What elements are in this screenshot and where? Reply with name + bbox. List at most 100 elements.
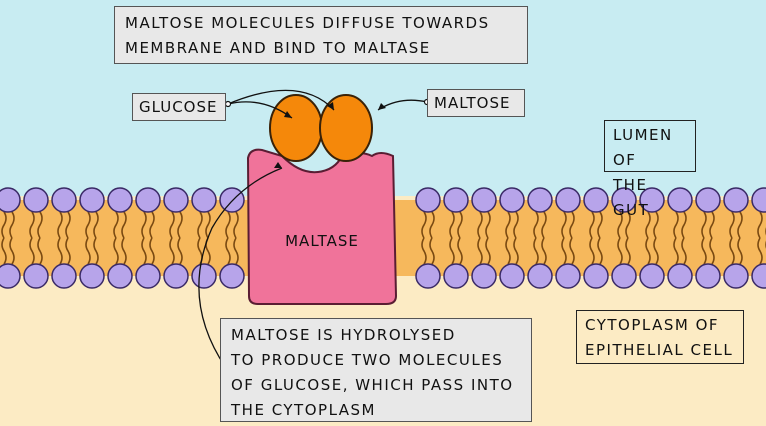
lipid-tail <box>513 211 519 239</box>
phospholipid-head <box>695 263 721 289</box>
top-caption: MALTOSE MOLECULES DIFFUSE TOWARDS MEMBRA… <box>114 6 528 64</box>
phospholipid-head <box>415 263 441 289</box>
maltase-label: MALTASE <box>285 232 359 250</box>
lipid-tail <box>513 237 519 265</box>
phospholipid-head <box>667 263 693 289</box>
lipid-tail <box>141 237 147 265</box>
phospholipid-head <box>583 263 609 289</box>
lipid-tail <box>177 211 183 239</box>
lipid-tail <box>729 237 735 265</box>
lipid-tail <box>737 211 743 239</box>
phospholipid-head <box>471 187 497 213</box>
lipid-tail <box>1 237 7 265</box>
lipid-tail <box>93 211 99 239</box>
phospholipid-head <box>555 187 581 213</box>
lipid-tail <box>589 237 595 265</box>
phospholipid-head <box>51 187 77 213</box>
lipid-tail <box>673 211 679 239</box>
phospholipid-head <box>723 187 749 213</box>
phospholipid-head <box>219 263 245 289</box>
lipid-tail <box>533 211 539 239</box>
lipid-tail <box>113 211 119 239</box>
lipid-tail <box>485 237 491 265</box>
lipid-tail <box>449 211 455 239</box>
phospholipid-head <box>191 263 217 289</box>
phospholipid-head <box>639 263 665 289</box>
lipid-tail <box>709 237 715 265</box>
lipid-tail <box>449 237 455 265</box>
glucose-label: GLUCOSE <box>132 93 226 121</box>
lipid-tail <box>177 237 183 265</box>
lipid-tail <box>597 211 603 239</box>
lipid-tail <box>673 237 679 265</box>
phospholipid-head <box>471 263 497 289</box>
lipid-tail <box>65 211 71 239</box>
lipid-tail <box>757 237 763 265</box>
phospholipid-head <box>443 187 469 213</box>
lipid-tail <box>701 211 707 239</box>
lipid-tail <box>149 237 155 265</box>
lipid-tail <box>197 211 203 239</box>
lipid-tail <box>477 211 483 239</box>
phospholipid-head <box>667 187 693 213</box>
lipid-tail <box>729 211 735 239</box>
lipid-tail <box>141 211 147 239</box>
lipid-tail <box>1 211 7 239</box>
lipid-tail <box>429 211 435 239</box>
phospholipid-head <box>163 263 189 289</box>
arrowhead-4 <box>274 162 282 168</box>
lipid-tail <box>485 211 491 239</box>
cytoplasm-label: CYTOPLASM OF EPITHELIAL CELL <box>576 310 744 364</box>
glucose-unit-left <box>269 94 323 162</box>
phospholipid-head <box>0 263 21 289</box>
lipid-tail <box>533 237 539 265</box>
phospholipid-head <box>751 187 766 213</box>
arrowhead-1 <box>284 111 292 118</box>
phospholipid-head <box>723 263 749 289</box>
phospholipid-head <box>0 187 21 213</box>
lipid-tail <box>505 211 511 239</box>
lipid-tail <box>57 211 63 239</box>
lipid-tail <box>121 211 127 239</box>
phospholipid-head <box>135 187 161 213</box>
lipid-tail <box>85 211 91 239</box>
lipid-tail <box>421 237 427 265</box>
phospholipid-head <box>499 263 525 289</box>
lipid-tail <box>9 237 15 265</box>
phospholipid-head <box>527 187 553 213</box>
phospholipid-head <box>639 187 665 213</box>
maltose-label: MALTOSE <box>427 89 525 117</box>
lipid-tail <box>541 237 547 265</box>
lipid-tail <box>457 237 463 265</box>
lipid-tail <box>561 211 567 239</box>
lipid-tail <box>29 211 35 239</box>
lipid-tail <box>681 237 687 265</box>
lipid-tail <box>625 211 631 239</box>
lipid-tail <box>681 211 687 239</box>
phospholipid-heads <box>0 187 766 289</box>
lipid-tail <box>65 237 71 265</box>
lipid-tail <box>541 211 547 239</box>
glucose-unit-right <box>319 94 373 162</box>
lipid-tail <box>169 211 175 239</box>
lipid-tail <box>457 211 463 239</box>
phospholipid-head <box>611 263 637 289</box>
lumen-label: LUMEN OF THE GUT <box>604 120 696 219</box>
glucose-pointer-2 <box>227 89 335 111</box>
lipid-tail <box>589 211 595 239</box>
phospholipid-head <box>51 263 77 289</box>
lipid-tail <box>569 211 575 239</box>
phospholipid-head <box>191 187 217 213</box>
lipid-tail <box>569 237 575 265</box>
arrowhead-3 <box>378 103 386 110</box>
lipid-tail <box>57 237 63 265</box>
lipid-tail <box>477 237 483 265</box>
lipid-tail <box>701 237 707 265</box>
phospholipid-head <box>23 187 49 213</box>
phospholipid-head <box>611 187 637 213</box>
lipid-tail <box>737 237 743 265</box>
lipid-tail <box>709 211 715 239</box>
lipid-tails <box>1 211 766 265</box>
lipid-tail <box>645 237 651 265</box>
lipid-tail <box>233 237 239 265</box>
